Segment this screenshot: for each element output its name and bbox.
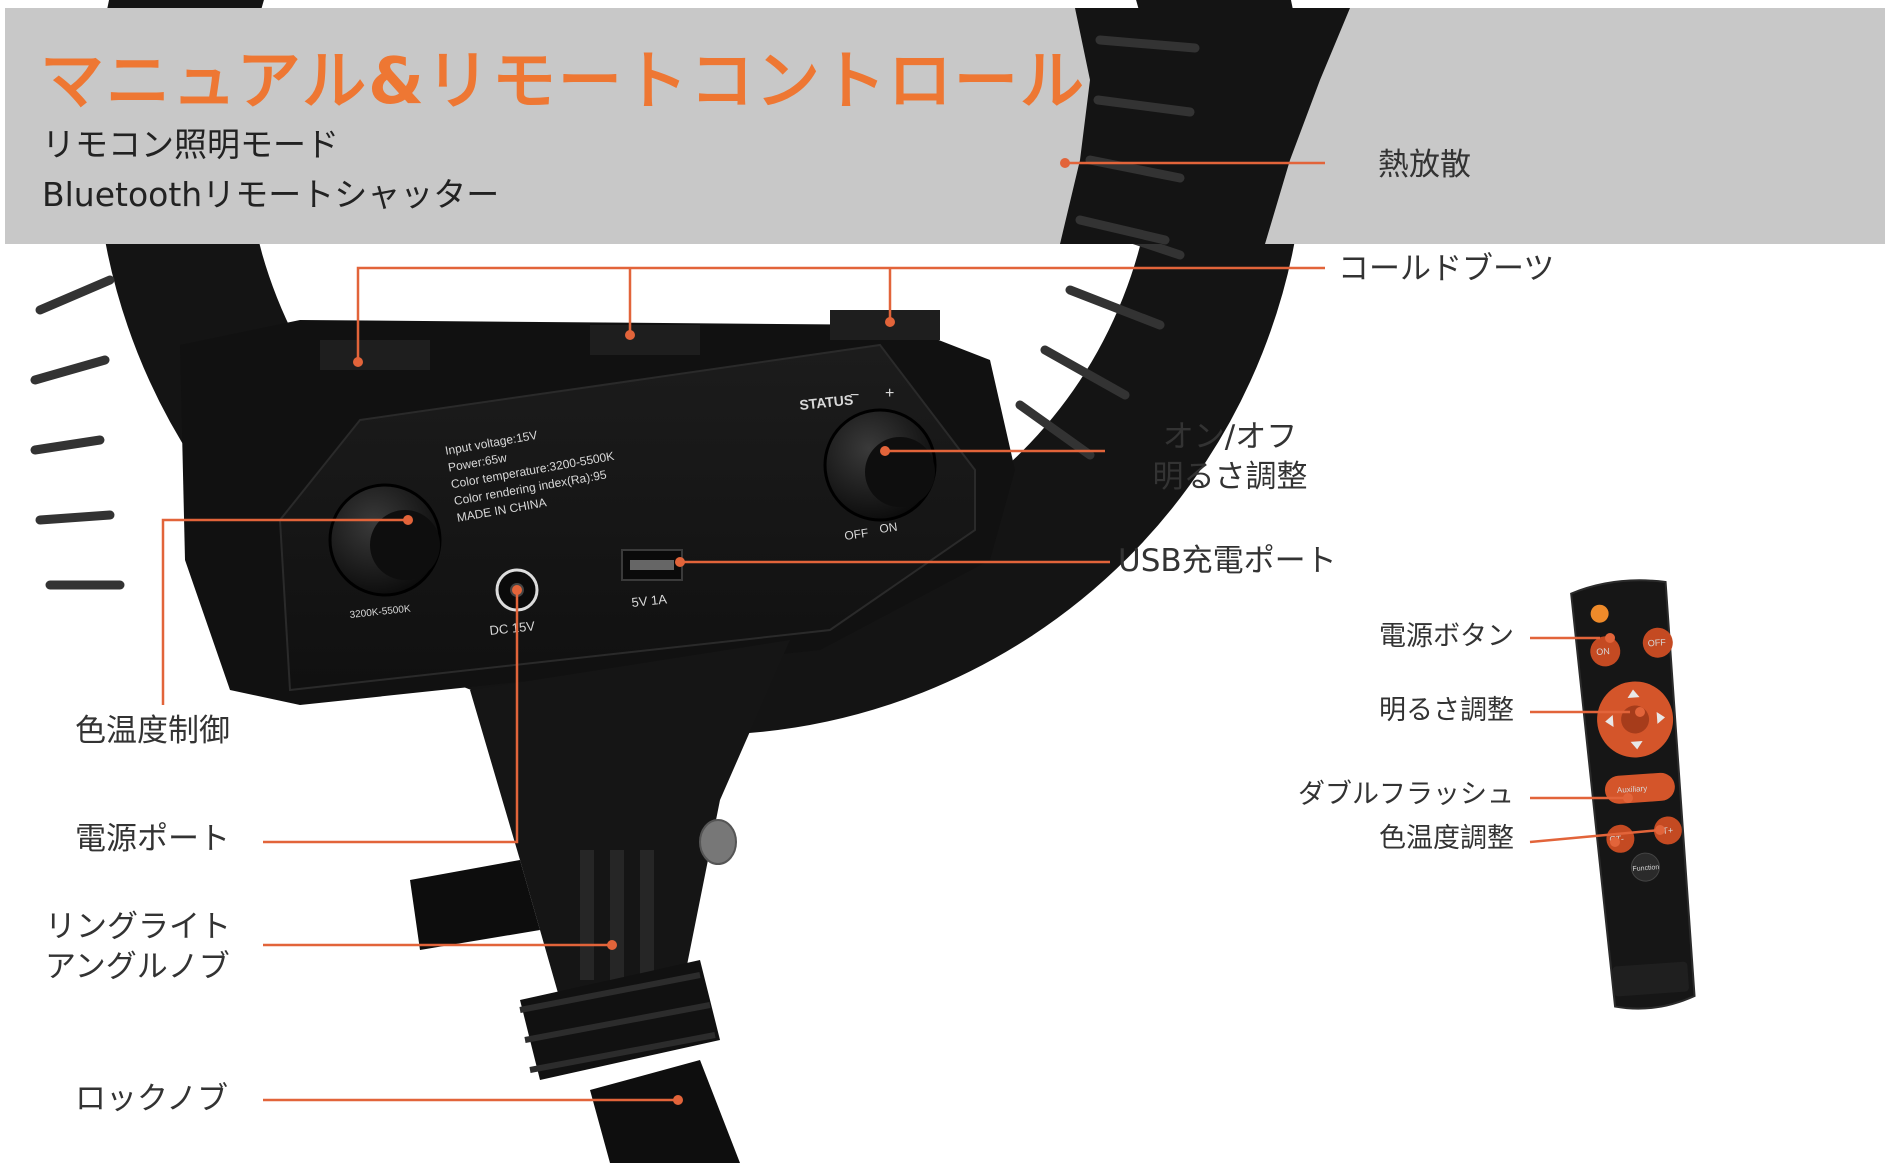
subtitle-remote-mode: リモコン照明モード — [42, 125, 339, 164]
label-ring-light: リングライト — [45, 909, 231, 945]
usb-rating-text: 5V 1A — [631, 591, 668, 610]
label-remote-color-temp: 色温度調整 — [1379, 823, 1514, 854]
label-remote-brightness: 明るさ調整 — [1379, 695, 1514, 726]
label-brightness-adjust: 明るさ調整 — [1152, 459, 1308, 495]
dc-text: DC 15V — [489, 618, 536, 638]
label-lock-knob: ロックノブ — [75, 1081, 229, 1117]
label-usb-port: USB充電ポート — [1118, 543, 1337, 579]
remote-control: ON OFF Auxiliary CT- CT+ Function — [1570, 579, 1696, 1010]
off-text: OFF — [843, 526, 869, 543]
ring-top — [1060, 8, 1350, 245]
remote-on-text: ON — [1596, 646, 1610, 657]
label-heat-dissipation: 熱放散 — [1378, 147, 1471, 183]
control-housing — [180, 310, 1015, 705]
label-color-temp-control: 色温度制御 — [75, 713, 230, 749]
remote-aux-text: Auxiliary — [1617, 784, 1648, 795]
label-onoff: オン/オフ — [1162, 419, 1298, 455]
label-angle-knob: アングルノブ — [45, 949, 230, 985]
label-cold-boot: コールドブーツ — [1338, 251, 1555, 287]
angle-mount — [410, 640, 790, 1163]
leader-dots — [353, 158, 1665, 1105]
remote-function-text: Function — [1632, 864, 1659, 873]
on-text: ON — [878, 520, 898, 536]
page-title: マニュアル&リモートコントロール — [40, 45, 1086, 119]
leader-lines — [161, 161, 1661, 1102]
label-remote-double-flash: ダブルフラッシュ — [1298, 779, 1514, 810]
label-power-port: 電源ポート — [75, 821, 230, 857]
plus-text: + — [885, 385, 894, 402]
remote-off-text: OFF — [1647, 637, 1666, 648]
subtitle-bluetooth-shutter: Bluetoothリモートシャッター — [42, 175, 500, 214]
status-text: STATUS — [799, 391, 854, 413]
minus-text: − — [850, 387, 859, 404]
label-remote-power: 電源ボタン — [1379, 621, 1514, 652]
